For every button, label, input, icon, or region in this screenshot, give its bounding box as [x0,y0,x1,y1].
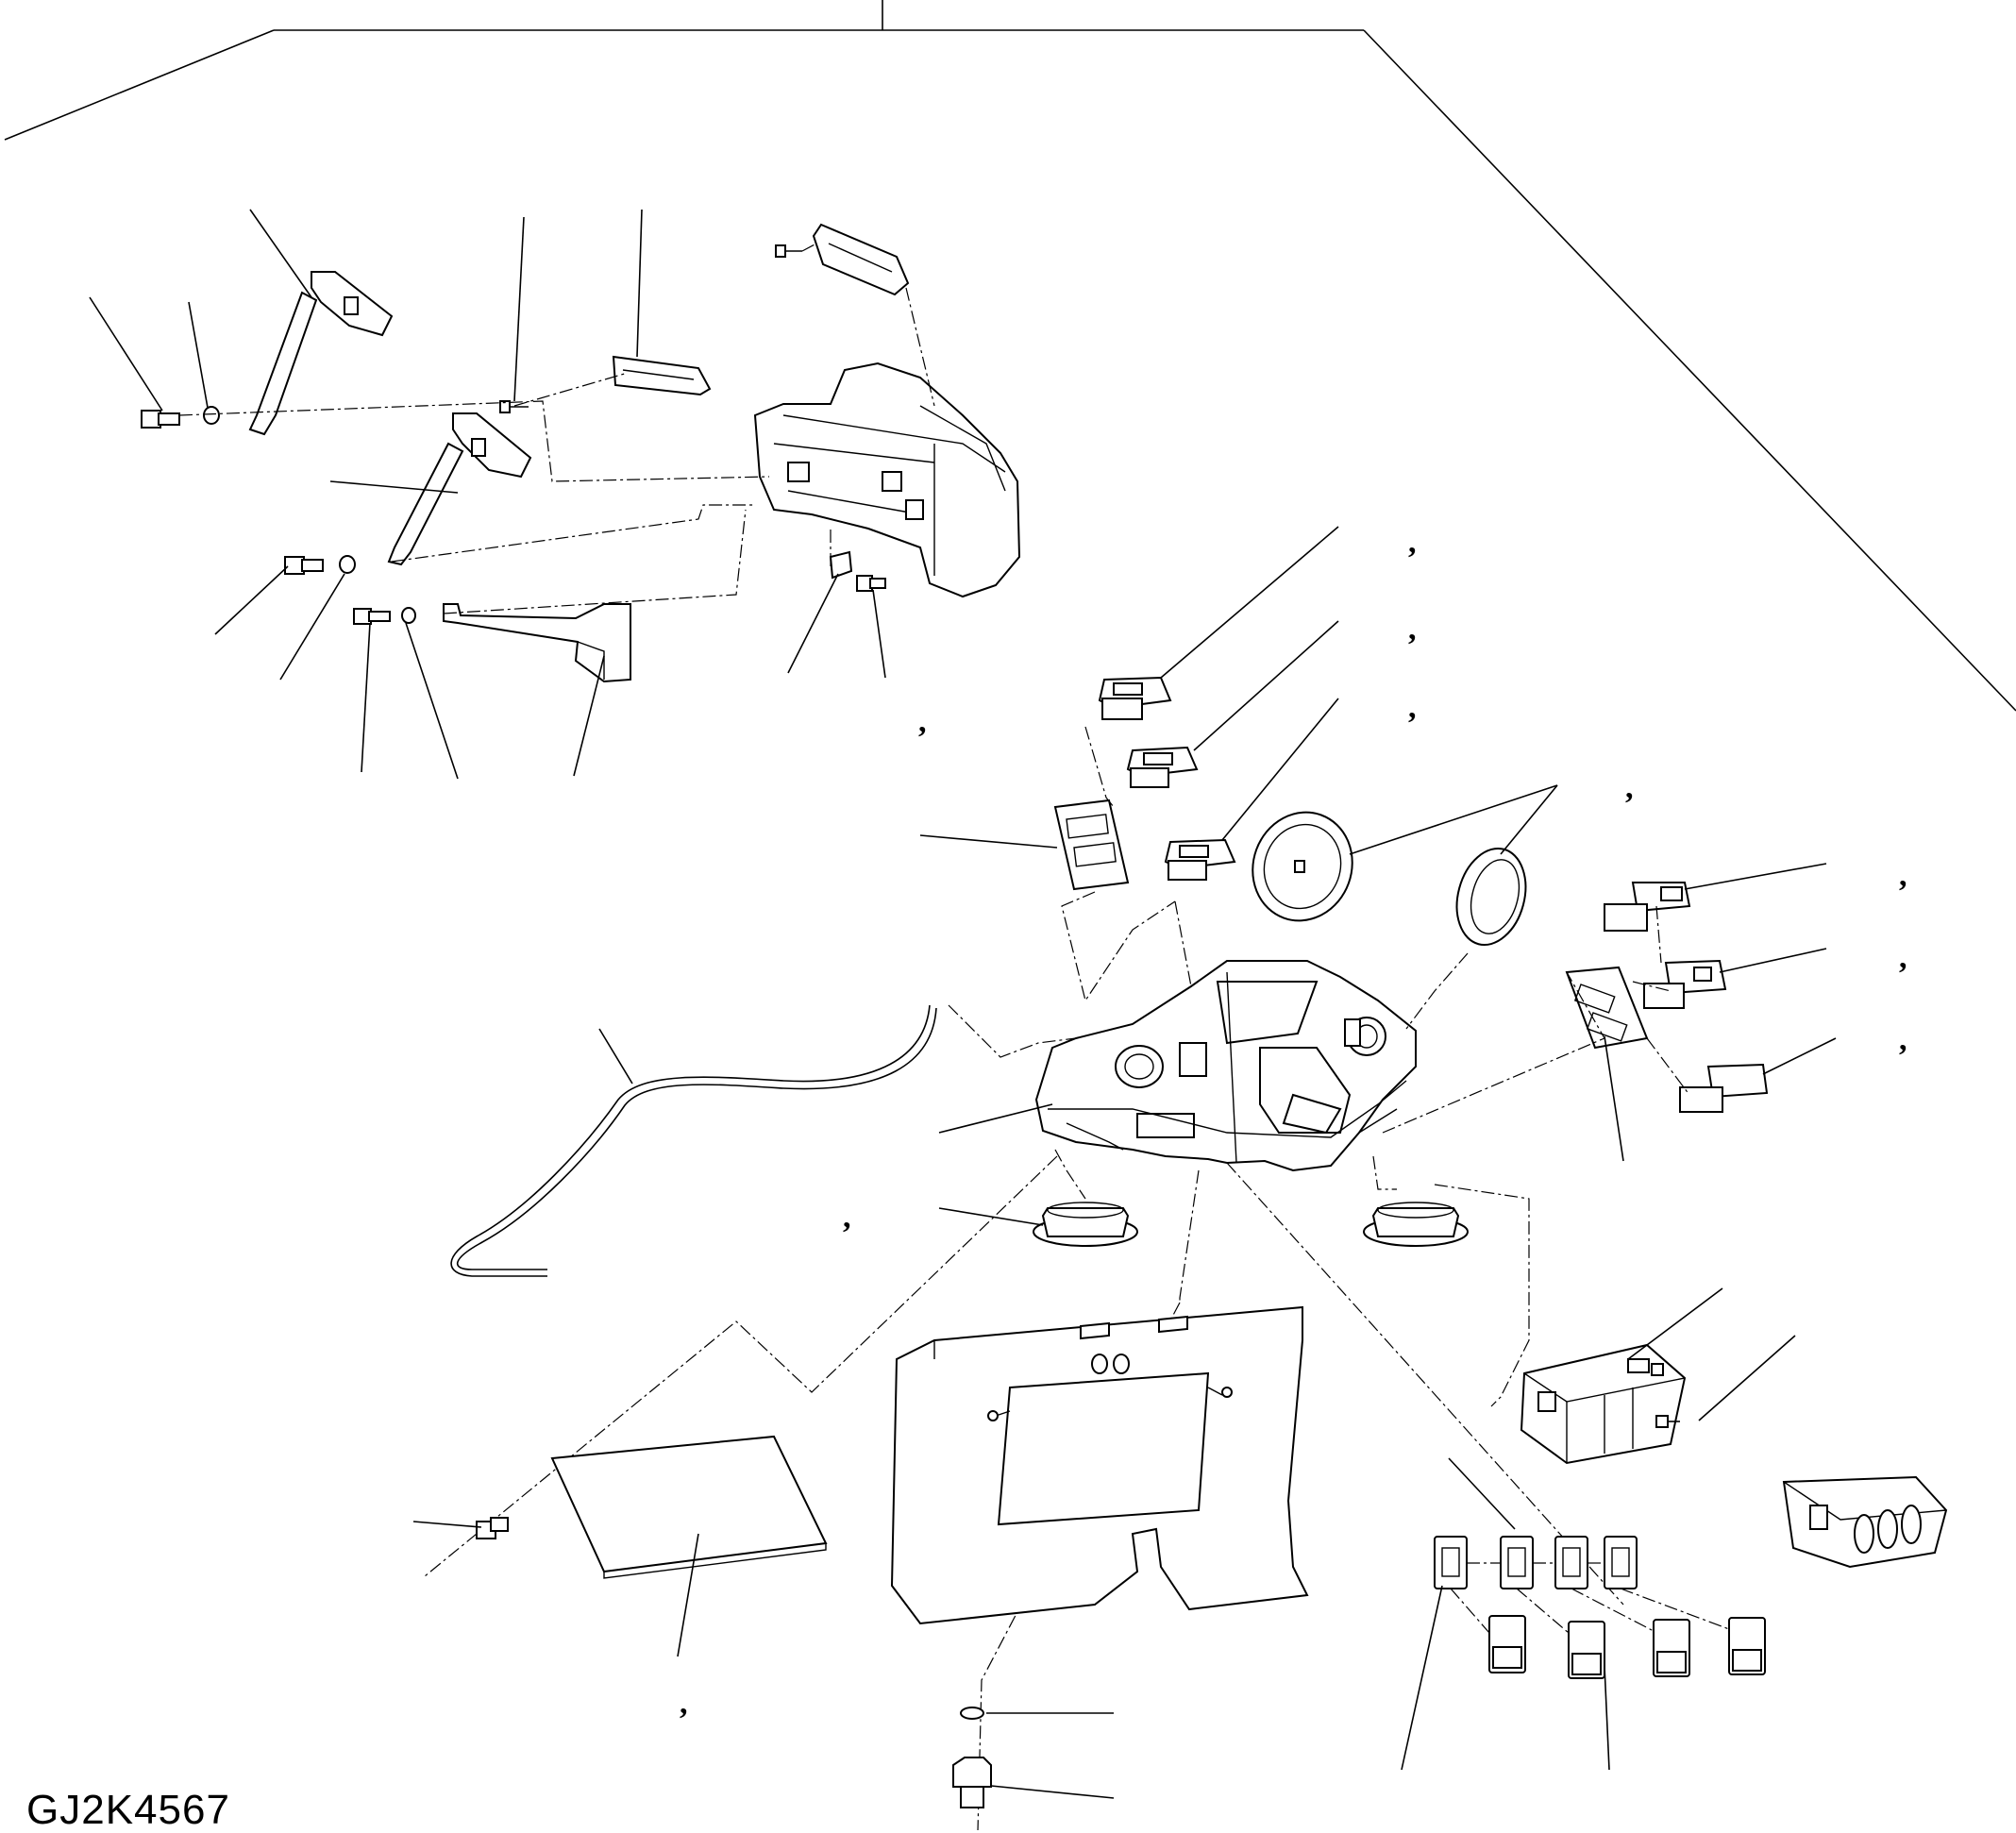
switch-a [1098,676,1172,720]
gauge-round-right [1455,847,1527,947]
switch-frame-right [1565,966,1649,1050]
ring-right [1363,1202,1469,1247]
lamp-lens-upper [812,223,910,296]
callout-mark: , [1899,1022,1907,1057]
screw-small-4 [1651,1363,1664,1376]
access-panel [550,1435,828,1579]
rocker-switch-4 [1728,1617,1766,1675]
assembly-lines-lower [1450,1562,1730,1634]
washer-3 [401,607,416,624]
switch-frame-left [1053,799,1130,891]
bolt-2 [284,556,324,575]
callout-mark: , [680,1686,688,1721]
callout-marks: , , , , , , , , , , [680,525,1907,1721]
drawing-code-label: GJ2K4567 [26,1787,230,1833]
leader-lines [89,209,1837,1799]
callout-mark: , [843,1200,851,1235]
switch-b [1126,746,1199,788]
rocker-switch-3 [1653,1619,1690,1677]
callout-mark: , [1408,525,1417,560]
rocker-switch-2 [1568,1621,1605,1679]
switch-d [1604,882,1691,932]
assembly-lines-upper [178,243,935,614]
switch-frame-4 [1604,1536,1638,1589]
frame-lines [4,0,2016,712]
bolt-6 [952,1757,992,1808]
dashboard-panel [1034,960,1417,1172]
washer-2 [339,555,356,574]
relay-box [1520,1343,1687,1465]
bolt-3 [353,608,391,625]
washer-4 [960,1707,984,1720]
callout-mark: , [1899,858,1907,893]
switch-f [1679,1063,1769,1113]
switch-e [1643,959,1727,1009]
washer-1 [203,406,220,425]
bolt-5 [476,1517,509,1539]
bracket-lower [443,603,631,683]
switch-frame-2 [1500,1536,1534,1589]
rocker-switch-1 [1488,1615,1526,1673]
switch-frame-1 [1434,1536,1468,1589]
bracket-middle [387,412,532,566]
clip-nut [829,550,853,580]
connector-block [1782,1475,1948,1569]
wire-harness [450,1004,937,1277]
screw-small-3 [1655,1415,1680,1428]
switch-c [1164,838,1236,881]
column-cover-assembly [753,362,1021,598]
callout-mark: , [1625,770,1634,805]
cover-plate [890,1305,1309,1625]
bolt-1 [141,410,180,429]
gauge-round-left [1252,811,1353,922]
ring-left [1033,1202,1138,1247]
callout-mark: , [918,704,927,739]
callout-mark: , [1408,690,1417,725]
screw-small-1 [499,400,529,413]
switch-frame-3 [1554,1536,1588,1589]
bolt-4 [856,575,886,592]
lamp-lens-lower [612,355,712,396]
screw-small-2 [775,244,802,258]
bracket-upper [248,271,394,436]
callout-mark: , [1899,940,1907,975]
callout-mark: , [1408,612,1417,647]
